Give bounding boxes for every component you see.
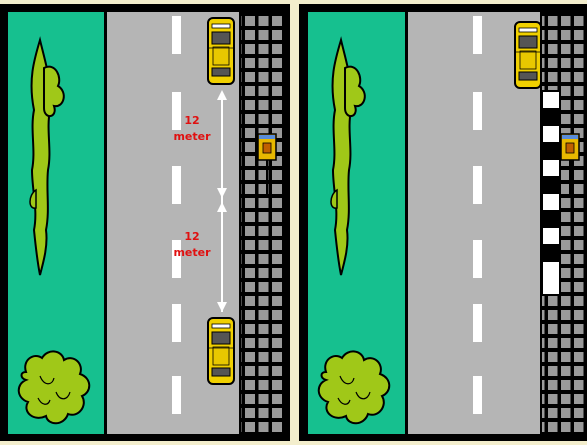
bush-icon <box>19 351 90 423</box>
car-icon <box>515 22 541 88</box>
sidewalk <box>241 12 283 434</box>
car-icon <box>208 318 234 384</box>
bush-icon <box>319 351 390 423</box>
upper-distance-value: 12 <box>184 114 199 127</box>
car-icon <box>208 18 234 84</box>
upper-distance-unit: meter <box>173 130 211 143</box>
panel-before: 12 meter 12 meter <box>0 4 290 441</box>
panel-after <box>299 4 587 441</box>
no-parking-zone <box>541 90 561 296</box>
lower-distance-value: 12 <box>184 230 199 243</box>
lower-distance-unit: meter <box>173 246 211 259</box>
